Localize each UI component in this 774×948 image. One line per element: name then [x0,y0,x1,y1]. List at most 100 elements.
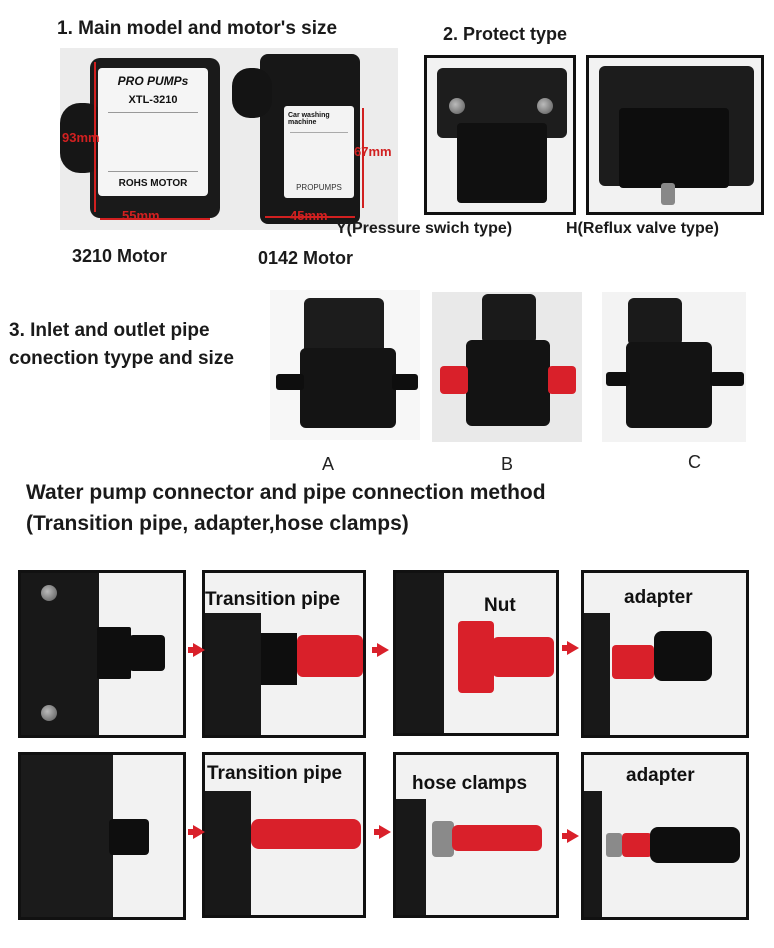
motor-b-mount [232,68,272,118]
connection-c-photo [602,292,746,442]
dim-height-line [94,62,96,212]
screw-icon [449,98,465,114]
connection-b-top [482,294,536,344]
dim-height-b-label: 67mm [354,144,392,159]
motor-a-brand: PRO PUMPs [117,74,189,88]
arrow-right-icon [379,825,391,839]
type-b-label: B [501,454,514,474]
motor-b-brand: PROPUMPS [296,183,342,192]
motor-b-label: Car washing machine PROPUMPS [284,106,354,198]
type-h-label: H(Reflux valve type) [566,220,719,237]
inlet-fitting-b [440,366,468,394]
type-a-label: A [322,454,335,474]
arrow-shaft [562,833,568,839]
row1-step4-photo: adapter [581,570,749,738]
arrow-right-icon [193,825,205,839]
section1-title: 1. Main model and motor's size [57,18,338,39]
row2-step1-pump [21,755,113,917]
dim-width-b-line [265,216,355,218]
valve-stem [661,183,675,205]
transition-pipe [297,635,363,677]
arrow-right-icon [567,641,579,655]
screw-icon [537,98,553,114]
row2-step3-pump [396,799,426,915]
row1-step2-pump [205,613,261,735]
row2-step2-pump [205,791,251,915]
arrow-right-icon [377,643,389,657]
motor-a-model: XTL-3210 [128,94,178,106]
row2-step2-label: Transition pipe [207,763,343,784]
threaded-port [97,627,131,679]
arrow-right-icon [193,643,205,657]
row1-step3-label: Nut [484,595,516,616]
hose-clamp [432,821,454,857]
barb-port [109,819,149,855]
connection-c-body [626,342,712,428]
row2-step1-photo [18,752,186,920]
inlet-port-a [276,374,304,390]
screw-icon [41,705,57,721]
transition-pipe [452,825,542,851]
connection-a-photo [270,290,420,440]
connection-c-top [628,298,682,346]
motor-a-label: PRO PUMPs XTL-3210 ROHS MOTOR [98,68,208,196]
row1-step1-pump [21,573,99,735]
row2-step4-photo: adapter [581,752,749,920]
row2-step3-label: hose clamps [412,773,528,794]
dim-width-b-label: 45mm [290,208,328,223]
arrow-shaft [372,647,378,653]
motor-a-mount [60,103,105,173]
connection-b-photo [432,292,582,442]
section4-title-line1: Water pump connector and pipe connection… [26,481,546,504]
motor-b-caption: 0142 Motor [258,248,354,268]
type-y-label: Y(Pressure swich type) [336,220,513,237]
section3-title-line1: 3. Inlet and outlet pipe [9,320,210,341]
arrow-shaft [188,829,194,835]
row2-step4-pump [584,791,602,917]
dim-height-label: 93mm [62,130,100,145]
connection-a-body [300,348,396,428]
dim-height-b-line [362,108,364,208]
row1-step3-photo: Nut [393,570,559,736]
elbow-adapter [654,631,712,681]
type-c-label: C [688,452,701,472]
arrow-shaft [374,829,380,835]
transition-pipe [251,819,361,849]
row1-step2-label: Transition pipe [205,589,341,610]
section4-title-line2: (Transition pipe, adapter,hose clamps) [26,512,409,535]
row1-step1-photo [18,570,186,738]
connection-b-body [466,340,550,426]
row1-step2-photo: Transition pipe [202,570,366,738]
row2-step2-photo: Transition pipe [202,752,366,918]
transition-pipe [622,833,652,857]
pressure-switch-photo [424,55,576,215]
pressure-switch-cap [457,123,547,203]
screw-icon [41,585,57,601]
row2-step4-label: adapter [626,765,695,786]
section3-title-line2: conection tyype and size [9,348,234,369]
arrow-shaft [188,647,194,653]
hose-clamp [606,833,622,857]
straight-adapter [650,827,740,863]
reflux-valve-photo [586,55,764,215]
section2-title: 2. Protect type [443,24,568,44]
barb-port [129,635,165,671]
nut [458,621,494,693]
transition-pipe [492,637,554,677]
motor-size-photo: PRO PUMPs XTL-3210 ROHS MOTOR 93mm 55mm … [60,48,398,230]
connection-a-top [304,298,384,354]
threaded-port [261,633,297,685]
inlet-port-c [606,372,630,386]
row1-step3-pump [396,573,444,733]
reflux-valve-body [619,108,729,188]
outlet-fitting-b [548,366,576,394]
transition-pipe [612,645,654,679]
motor-a-caption: 3210 Motor [72,246,168,266]
row1-step4-pump [584,613,610,735]
dim-width-a-label: 55mm [122,208,160,223]
outlet-port-a [392,374,418,390]
row2-step3-photo: hose clamps [393,752,559,918]
dim-width-a-line [100,218,210,220]
outlet-port-c [710,372,744,386]
arrow-right-icon [567,829,579,843]
